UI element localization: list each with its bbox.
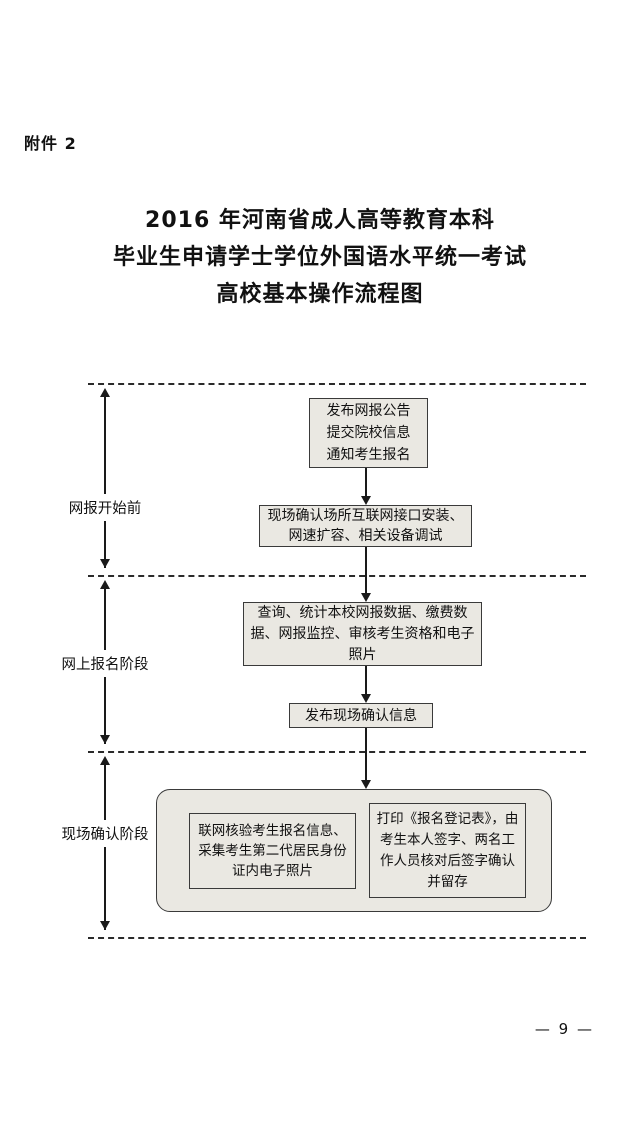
arrow-up-icon [100, 580, 110, 589]
arrow-down-icon [361, 593, 371, 602]
flow-connector-line [365, 728, 367, 782]
phase-divider-3 [88, 751, 586, 753]
phase-divider-1 [88, 383, 586, 385]
node-site-network-setup: 现场确认场所互联网接口安装、网速扩容、相关设备调试 [259, 505, 472, 547]
phase-divider-4 [88, 937, 586, 939]
page-number: — 9 — [534, 1020, 594, 1038]
arrow-up-icon [100, 756, 110, 765]
phase-label-online-registration: 网上报名阶段 [59, 650, 151, 677]
phase-label-onsite-confirmation: 现场确认阶段 [59, 820, 151, 847]
node-publish-confirmation-info: 发布现场确认信息 [289, 703, 433, 728]
arrow-down-icon [361, 496, 371, 505]
phase-divider-2 [88, 575, 586, 577]
arrow-down-icon [100, 921, 110, 930]
phase-label-before-registration: 网报开始前 [66, 494, 144, 521]
phase-arrow-line-1 [104, 390, 106, 568]
arrow-up-icon [100, 388, 110, 397]
node-verify-and-collect-photo: 联网核验考生报名信息、采集考生第二代居民身份证内电子照片 [189, 813, 356, 889]
document-title: 2016 年河南省成人高等教育本科 毕业生申请学士学位外国语水平统一考试 高校基… [0, 202, 640, 313]
arrow-down-icon [361, 780, 371, 789]
arrow-down-icon [361, 694, 371, 703]
title-line-3: 高校基本操作流程图 [216, 282, 424, 307]
attachment-label: 附件 2 [24, 134, 77, 153]
flow-connector-line [365, 666, 367, 696]
flow-connector-line [365, 468, 367, 497]
title-line-1: 2016 年河南省成人高等教育本科 [145, 208, 495, 233]
flow-connector-line [365, 547, 367, 594]
arrow-down-icon [100, 735, 110, 744]
node-print-and-sign-form: 打印《报名登记表》，由考生本人签字、两名工作人员核对后签字确认并留存 [369, 803, 526, 898]
node-query-monitor-audit: 查询、统计本校网报数据、缴费数据、网报监控、审核考生资格和电子照片 [243, 602, 482, 666]
node-announce-registration: 发布网报公告 提交院校信息 通知考生报名 [309, 398, 428, 468]
title-line-2: 毕业生申请学士学位外国语水平统一考试 [112, 245, 527, 270]
arrow-down-icon [100, 559, 110, 568]
